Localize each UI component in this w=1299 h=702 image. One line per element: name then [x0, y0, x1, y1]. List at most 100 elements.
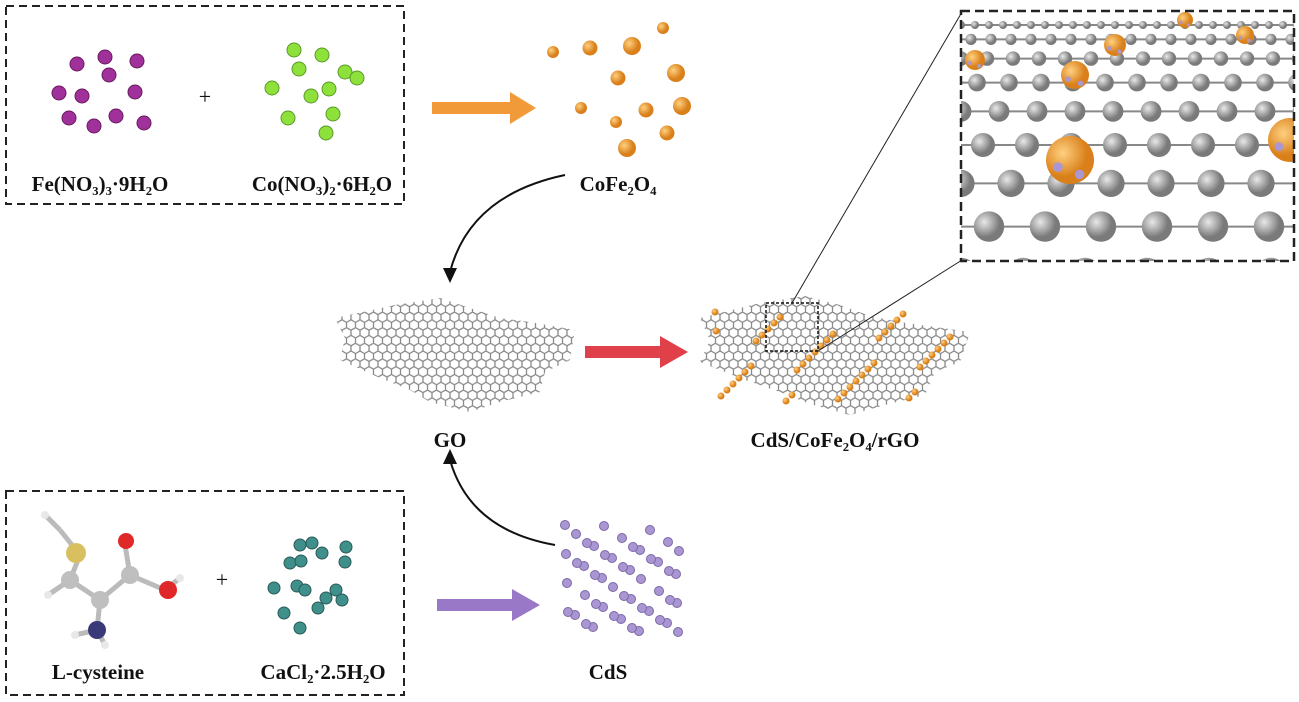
carbon-atom — [1013, 257, 1033, 261]
carbon-atom — [965, 33, 977, 46]
carbon-atom — [1027, 21, 1035, 29]
cofe2o4-on-rgo — [752, 337, 760, 345]
carbon-atom — [968, 73, 986, 92]
carbon-atom — [961, 257, 971, 261]
carbon-atom — [1161, 51, 1177, 66]
cofe2o4-on-rgo — [717, 392, 725, 400]
hydrogen-atom — [41, 511, 49, 519]
carbon-atom — [1064, 101, 1086, 122]
cofe2o4-on-rgo — [852, 377, 860, 385]
cds-particle-zoom — [1077, 80, 1084, 87]
carbon-atom — [1187, 51, 1203, 66]
cofe2o4-particle-zoom — [1236, 26, 1254, 44]
cds-particle-zoom — [977, 64, 981, 68]
zoom-inset-lattice — [883, 12, 1294, 261]
carbon-atom — [1141, 211, 1173, 242]
carbon-atom — [918, 211, 948, 241]
label-go: GO — [433, 428, 467, 452]
carbon-atom — [997, 169, 1025, 197]
carbon-atom — [1153, 21, 1161, 29]
cds-particle — [619, 591, 629, 601]
fe-particle — [97, 49, 113, 65]
ca-particle — [293, 538, 307, 552]
carbon-atom — [1045, 33, 1057, 46]
cds-particle-zoom — [1238, 35, 1243, 40]
carbon-atom — [1145, 33, 1157, 46]
co-particle — [318, 125, 334, 141]
carbon-atom — [1128, 73, 1146, 92]
cofe2o4-on-rgo — [741, 368, 749, 376]
zoom-inset-box — [959, 9, 1296, 263]
cofe2o4-particle — [659, 125, 675, 141]
cofe2o4-particle-zoom — [1268, 118, 1294, 162]
carbon-atom — [1140, 101, 1162, 122]
cofe2o4-particle — [575, 102, 587, 114]
cofe2o4-on-rgo — [946, 333, 954, 341]
carbon-atom — [1015, 133, 1039, 157]
carbon-atom — [1065, 33, 1077, 46]
cofe2o4-particle — [638, 102, 654, 118]
curved-arrow-to-go-bottom — [449, 459, 556, 546]
carbon-atom — [1069, 21, 1077, 29]
fe-particle — [101, 67, 117, 83]
carbon-atom — [985, 21, 993, 29]
cds-particle — [636, 574, 646, 584]
ca-particle — [283, 556, 297, 570]
cds-particle-zoom — [1074, 169, 1085, 180]
carbon-atom — [1083, 51, 1099, 66]
co-particle — [264, 80, 280, 96]
nitrogen-atom — [88, 621, 106, 639]
cds-particle — [673, 627, 683, 637]
cds-particle — [664, 566, 674, 576]
cds-particle — [563, 607, 573, 617]
cofe2o4-particle — [610, 116, 622, 128]
cofe2o4-on-rgo — [858, 371, 866, 379]
arrow-purple — [437, 589, 540, 621]
cofe2o4-on-rgo — [829, 330, 837, 338]
carbon-atom — [1160, 73, 1178, 92]
cofe2o4-particle-zoom — [1046, 136, 1094, 184]
cds-particle — [591, 599, 601, 609]
carbon-atom — [1147, 133, 1171, 157]
go-sheet — [335, 298, 575, 412]
cofe2o4-particle-zoom — [1061, 61, 1089, 89]
fe-particle — [74, 88, 90, 104]
carbon-atom — [971, 21, 979, 29]
cofe2o4-particle-zoom — [1104, 34, 1126, 56]
carbon-atom — [1209, 21, 1217, 29]
carbon-atom — [936, 74, 954, 92]
fe-particle — [136, 115, 152, 131]
cds-particle-zoom — [1186, 23, 1190, 27]
carbon-atom — [1005, 51, 1021, 66]
carbon-atom — [1147, 169, 1175, 197]
ca-particle — [338, 555, 352, 569]
carbon-atom — [1251, 21, 1259, 29]
carbon-atom — [1083, 21, 1091, 29]
precursor-box-bottom — [5, 490, 405, 696]
hydrogen-atom — [101, 641, 109, 649]
cds-particle-zoom — [1053, 162, 1063, 172]
carbon-atom — [1223, 21, 1231, 29]
carbon-atom — [1253, 211, 1285, 242]
cofe2o4-on-rgo — [899, 310, 907, 318]
cofe2o4-on-rgo — [747, 362, 755, 370]
fe-particle — [69, 56, 85, 72]
carbon-atom — [1102, 101, 1124, 122]
carbon-atom — [1191, 133, 1215, 157]
cofe2o4-on-rgo — [893, 316, 901, 324]
carbon-atom — [985, 33, 997, 46]
carbon-atom — [1288, 74, 1294, 91]
carbon-atom — [925, 34, 936, 45]
ca-particle — [305, 536, 319, 550]
carbon-atom — [961, 101, 972, 122]
cofe2o4-on-rgo — [823, 336, 831, 344]
carbon-atom — [883, 133, 907, 157]
carbon-atom — [1125, 33, 1137, 46]
co-particle — [349, 70, 365, 86]
carbon-atom — [1025, 33, 1037, 46]
carbon-atom — [999, 21, 1007, 29]
cofe2o4-on-rgo — [916, 363, 924, 371]
hydrogen-atom — [44, 591, 52, 599]
carbon-atom — [1213, 51, 1229, 66]
